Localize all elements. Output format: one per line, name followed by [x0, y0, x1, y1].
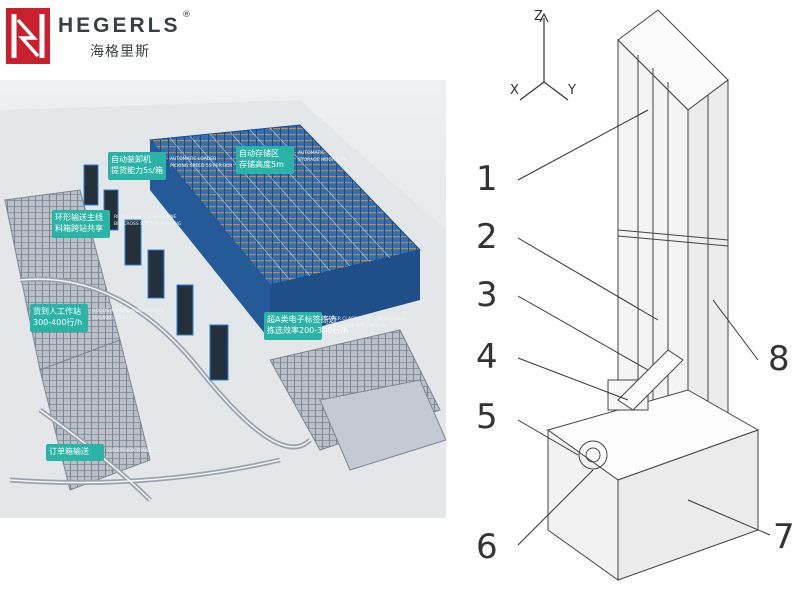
callout-box [30, 304, 88, 332]
callout-label-cn: 超A类电子标签拣选 [267, 314, 336, 324]
callout-label-en: RING CONVEYOR MAIN LINE [114, 214, 177, 220]
picking-area [269, 329, 446, 471]
leader-line [517, 295, 649, 371]
callout-label-cn: 300-400行/h [33, 317, 82, 327]
callout-label-cn: 料箱跨站共享 [55, 223, 103, 233]
callout-label-cn: 拣选效率200-300行/h [267, 325, 348, 335]
callout-number: 2 [476, 217, 498, 257]
leader-line [687, 499, 771, 536]
callout-label-cn: 环形输送主线 [55, 212, 103, 222]
callout-label-cn: 自动存储区 [239, 148, 279, 158]
callout-box [52, 210, 110, 238]
callout-box [264, 312, 322, 340]
callout-box [46, 444, 104, 461]
leader-line [517, 237, 659, 321]
callout-label-cn: 货到人工作站 [33, 306, 81, 316]
robot-technical-drawing: Z X Y [476, 9, 795, 581]
callout-label-cn: 存储高度5m [239, 159, 284, 169]
leader-line [712, 299, 759, 361]
callout-order: 订单箱输送 ORDER BOX TRANSFER [46, 444, 160, 461]
callout-label-en: AUTOMATIC LOADER [170, 156, 216, 162]
brand-name: HEGERLS [58, 14, 181, 37]
callout-box [236, 146, 294, 174]
callout-number: 1 [476, 159, 498, 199]
brand-logo: HEGERLS 海格里斯 ® [6, 8, 196, 68]
callout-label-en: ORDER BOX TRANSFER [108, 448, 160, 454]
callout-label-en: SUPER CLASS A ELECTRONIC LABEL [326, 316, 407, 322]
axis-label-z: Z [534, 9, 543, 24]
axis-label-y: Y [567, 83, 576, 98]
callout-label-en: 300-400 LINES / H [92, 315, 133, 321]
callout-group: 1 2 3 4 5 6 7 8 [476, 109, 795, 567]
callout-box [108, 152, 166, 180]
brand-name-cn: 海格里斯 [90, 44, 150, 60]
axis-indicator [519, 12, 569, 101]
callout-label-cn: 订单箱输送 [49, 446, 89, 456]
callout-label-en: STORAGE HEIGHT 5M [298, 157, 346, 163]
robot-base [546, 349, 760, 581]
callout-label-en: GOODS ARRIVAL WORKSTATION [92, 308, 164, 314]
leader-line [517, 357, 629, 401]
brand-mark-icon [6, 8, 50, 64]
callout-label-en: BIN CROSS STATION SHARING [114, 221, 182, 227]
brand-reg-mark: ® [182, 10, 191, 20]
callout-number: 3 [476, 275, 498, 315]
callout-number: 6 [476, 527, 498, 567]
callout-label-en: PICKING SPEED 5S PER BOX [170, 163, 233, 169]
callout-label-en: AUTOMATIC [298, 150, 325, 156]
callout-number: 5 [476, 397, 498, 437]
callout-number: 4 [476, 337, 498, 377]
callout-label-cn: 提货能力5s/箱 [111, 165, 163, 175]
leader-line [517, 419, 579, 456]
axis-label-x: X [510, 83, 519, 98]
robot-drawing: Z X Y [458, 0, 800, 600]
callout-number: 8 [768, 339, 790, 379]
callout-number: 7 [773, 517, 795, 557]
callout-label-cn: 自动装卸机 [111, 154, 151, 164]
callout-label-en: PICKING 200-300 LINES / H [326, 323, 387, 329]
leader-line [517, 469, 594, 546]
leader-line [517, 109, 649, 181]
